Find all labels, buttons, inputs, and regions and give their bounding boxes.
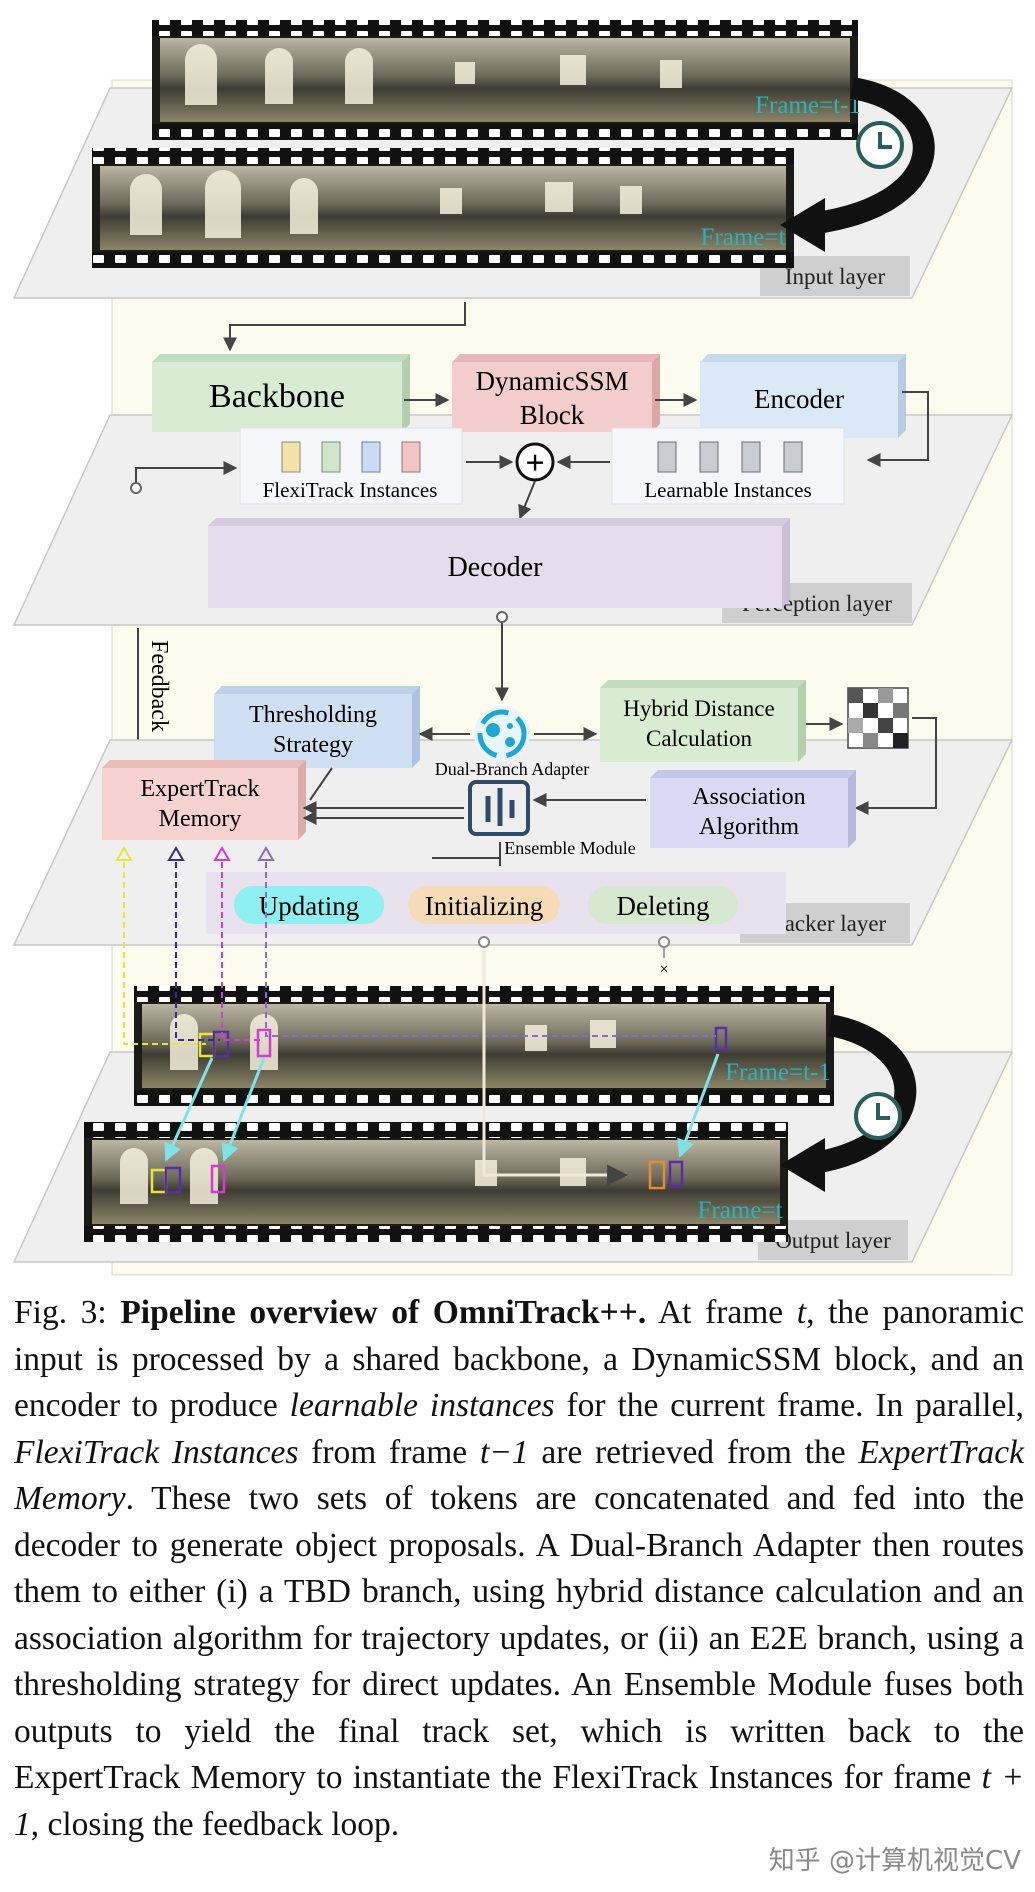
svg-text:×: ×	[659, 961, 668, 978]
updating-label: Updating	[259, 891, 360, 921]
tracker-layer: Tracker layer Thresholding Strategy Dual…	[12, 680, 1014, 978]
ensemble-label: Ensemble Module	[504, 838, 635, 858]
experttrack-memory-block: ExpertTrack Memory	[102, 760, 306, 840]
output-layer-label: Output layer	[775, 1228, 891, 1253]
encoder-label: Encoder	[754, 384, 844, 414]
caption-em-learnable: learnable instances	[289, 1387, 555, 1424]
thresholding-label-1: Thresholding	[249, 702, 377, 728]
memory-feedback-lines	[123, 862, 716, 1045]
figure-caption: Fig. 3: Pipeline overview of OmniTrack++…	[14, 1294, 1024, 1843]
dynamicssm-label-1: DynamicSSM	[475, 366, 628, 396]
expert-label-1: ExpertTrack	[140, 776, 259, 802]
association-block: Association Algorithm	[650, 770, 856, 848]
association-label-1: Association	[692, 784, 805, 810]
ensemble-module-icon	[468, 780, 530, 836]
frame-curr-label: Frame=t	[701, 224, 786, 251]
hybrid-distance-block: Hybrid Distance Calculation	[600, 680, 806, 762]
cyan-update-arrows	[164, 1053, 720, 1162]
dynamicssm-block: DynamicSSM Block	[452, 354, 660, 432]
film-strip-curr: Frame=t	[92, 148, 794, 268]
input-layer-label: Input layer	[785, 264, 886, 289]
dynamicssm-label-2: Block	[520, 400, 585, 430]
association-label-2: Algorithm	[699, 814, 799, 840]
deleting-pill	[588, 886, 738, 924]
output-frame-curr-label: Frame=t	[698, 1197, 783, 1224]
dual-branch-adapter-icon	[474, 706, 530, 762]
hybrid-label-2: Calculation	[646, 726, 753, 751]
encoder-block: Encoder	[700, 354, 906, 438]
output-layer: Output layer Frame=t-1	[12, 986, 1014, 1263]
output-film-strip-curr: Frame=t	[84, 1122, 788, 1242]
thresholding-label-2: Strategy	[273, 732, 353, 758]
decoder-label: Decoder	[448, 552, 544, 583]
output-clock-icon	[854, 1092, 902, 1140]
input-layer: Input layer Frame=t-1	[12, 20, 1014, 299]
caption-var-tm1: t−1	[479, 1433, 529, 1471]
output-frame-prev-label: Frame=t-1	[725, 1059, 831, 1086]
thresholding-block: Thresholding Strategy	[214, 686, 420, 768]
updating-pill	[234, 886, 384, 924]
distance-matrix-icon	[847, 687, 909, 749]
clock-icon	[856, 121, 904, 169]
caption-prefix: Fig. 3:	[14, 1294, 121, 1331]
initializing-pill	[408, 886, 560, 924]
decoder-block: Decoder	[208, 518, 790, 608]
watermark: 知乎 @计算机视觉CV	[768, 1846, 1021, 1876]
backbone-block: Backbone	[152, 354, 410, 432]
feedback-label: Feedback	[146, 640, 172, 732]
learnable-instances: Learnable Instances	[611, 427, 845, 505]
caption-em-experttrack: ExpertTrack Memory	[14, 1433, 1024, 1518]
time-loop-arrow	[798, 77, 935, 236]
caption-title: Pipeline overview of OmniTrack++.	[120, 1294, 647, 1331]
expert-label-2: Memory	[159, 806, 242, 832]
caption-var-tp1: t + 1	[14, 1759, 1024, 1843]
hybrid-label-1: Hybrid Distance	[623, 696, 774, 721]
flexitrack-instances: FlexiTrack Instances	[239, 427, 463, 505]
backbone-label: Backbone	[209, 378, 345, 415]
track-update-strip: Updating Initializing Deleting	[206, 872, 786, 934]
flexitrack-label: FlexiTrack Instances	[263, 478, 438, 502]
frame-prev-label: Frame=t-1	[755, 92, 861, 119]
film-strip-prev: Frame=t-1	[152, 20, 861, 140]
pipeline-figure: Input layer Frame=t-1	[12, 20, 1014, 1276]
caption-var-t: t	[796, 1294, 807, 1331]
initializing-label: Initializing	[425, 891, 543, 921]
concat-plus-icon: +	[515, 442, 555, 482]
learnable-label: Learnable Instances	[644, 478, 811, 502]
caption-em-flexitrack: FlexiTrack Instances	[14, 1433, 299, 1471]
perception-layer: Perception layer Backbone DynamicSSM Blo…	[12, 354, 1014, 626]
svg-text:+: +	[525, 445, 544, 482]
dual-branch-label: Dual-Branch Adapter	[435, 759, 589, 779]
deleting-label: Deleting	[617, 891, 710, 921]
